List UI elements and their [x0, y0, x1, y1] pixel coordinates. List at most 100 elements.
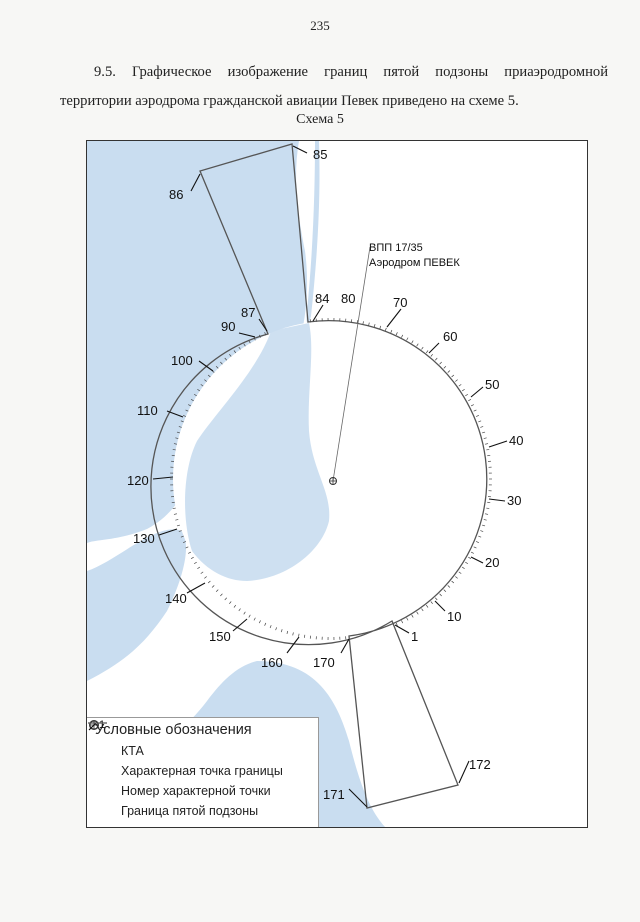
boundary-tick — [468, 399, 472, 402]
boundary-tick — [379, 325, 382, 329]
boundary-tick — [406, 337, 409, 341]
water-top-right — [306, 141, 320, 323]
boundary-tick — [475, 415, 480, 417]
point-label-140: 140 — [165, 591, 187, 606]
boundary-tick — [193, 393, 197, 397]
boundary-tick — [458, 384, 462, 387]
point-label-1: 1 — [411, 629, 418, 644]
boundary-tick — [390, 329, 393, 333]
point-label-130: 130 — [133, 531, 155, 546]
boundary-tick — [395, 622, 398, 626]
point-label-160: 160 — [261, 655, 283, 670]
point-label-86: 86 — [169, 187, 183, 202]
boundary-tick — [465, 561, 469, 565]
boundary-tick — [193, 561, 197, 565]
point-label-60: 60 — [443, 329, 457, 344]
boundary-tick — [180, 420, 184, 423]
boundary-tick — [207, 374, 211, 378]
map-legend: Условные обозначения КТА Характерная точ… — [87, 717, 319, 827]
boundary-tick — [439, 361, 442, 365]
boundary-tick — [207, 580, 211, 584]
point-label-120: 120 — [127, 473, 149, 488]
boundary-tick — [485, 443, 489, 445]
legend-kta-label: КТА — [121, 744, 144, 758]
boundary-tick — [243, 611, 246, 615]
boundary-tick — [401, 620, 404, 624]
boundary-tick — [435, 597, 438, 601]
boundary-tick — [173, 443, 177, 445]
boundary-tick — [172, 507, 176, 509]
legend-row-kta: КТА — [89, 720, 310, 761]
boundary-tick — [280, 629, 283, 633]
boundary-tick — [416, 611, 419, 615]
boundary-tick — [425, 350, 429, 354]
legend-char-point-label: Характерная точка границы — [121, 764, 283, 778]
boundary-tick — [253, 337, 256, 341]
boundary-tick — [248, 614, 251, 618]
boundary-tick — [435, 357, 438, 361]
boundary-tick — [421, 346, 424, 350]
point-label-70: 70 — [393, 295, 407, 310]
boundary-tick — [264, 622, 267, 626]
boundary-tick — [447, 370, 451, 373]
boundary-tick — [243, 343, 246, 347]
boundary-tick — [258, 334, 261, 338]
boundary-tick — [211, 585, 215, 588]
boundary-tick — [416, 343, 419, 347]
boundary-tick — [411, 340, 414, 344]
legend-number-sample: 1 — [99, 719, 105, 731]
boundary-tick — [172, 449, 176, 451]
point-label-40: 40 — [509, 433, 523, 448]
boundary-tick — [362, 321, 364, 325]
legend-title: Условные обозначения — [95, 722, 252, 738]
boundary-tick — [248, 340, 251, 344]
boundary-tick — [176, 524, 180, 527]
boundary-tick — [233, 350, 237, 354]
boundary-tick — [215, 589, 219, 593]
boundary-tick — [447, 585, 451, 588]
boundary-tick — [451, 580, 455, 584]
boundary-tick — [470, 551, 474, 554]
boundary-tick — [485, 513, 489, 515]
boundary-tick — [178, 426, 182, 428]
boundary-tick — [190, 556, 194, 559]
boundary-tick — [470, 404, 474, 407]
boundary-tick — [197, 388, 201, 392]
boundary-tick — [215, 365, 219, 369]
boundary-tick — [204, 379, 207, 382]
boundary-tick — [425, 604, 429, 608]
boundary-tick — [185, 409, 189, 412]
point-label-110: 110 — [137, 403, 158, 418]
boundary-tick — [486, 507, 490, 509]
boundary-tick — [368, 322, 370, 326]
point-label-80: 80 — [341, 291, 355, 306]
boundary-tick — [238, 346, 241, 350]
boundary-tick — [443, 365, 447, 369]
boundary-tick — [286, 630, 289, 634]
subzone-map: ВПП 17/35 Аэродром ПЕВЕК 85 86 87 90 84 … — [86, 140, 588, 828]
boundary-tick — [483, 437, 487, 439]
boundary-tick — [175, 519, 179, 521]
boundary-tick — [455, 576, 458, 579]
boundary-tick — [182, 541, 187, 543]
point-label-10: 10 — [447, 609, 461, 624]
legend-row-char-point: Характерная точка границы — [89, 720, 310, 781]
boundary-tick — [269, 625, 272, 629]
boundary-tick — [478, 535, 482, 538]
boundary-tick — [292, 632, 294, 636]
point-label-87: 87 — [241, 305, 255, 320]
boundary-tick — [200, 571, 204, 574]
boundary-tick — [220, 361, 223, 365]
boundary-tick — [406, 617, 409, 621]
label-pointers — [152, 145, 508, 808]
boundary-tick — [486, 449, 490, 451]
boundary-tick — [204, 576, 207, 579]
boundary-tick — [373, 324, 376, 328]
boundary-tick — [175, 437, 179, 439]
boundary-tick — [233, 604, 237, 608]
aerodrome-label: Аэродром ПЕВЕК — [369, 257, 460, 269]
boundary-tick — [258, 620, 261, 624]
water-left-lower — [87, 529, 187, 681]
boundary-tick — [443, 589, 447, 593]
boundary-tick — [401, 334, 404, 338]
